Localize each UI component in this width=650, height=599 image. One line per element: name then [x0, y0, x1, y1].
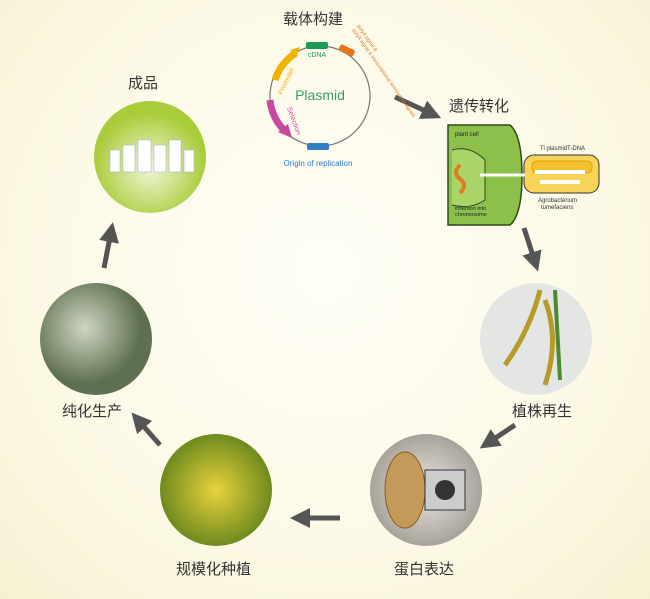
purification-photo: [40, 283, 152, 395]
step-protein-expression: 蛋白表达: [394, 560, 455, 578]
svg-text:Plasmid: Plasmid: [295, 87, 345, 103]
flow-arrows: [99, 94, 542, 528]
transformation-diagram: plant cell Ti plasmid T-DNA insertion in…: [447, 124, 600, 226]
svg-text:tumefaciens: tumefaciens: [541, 205, 573, 211]
step-purification: 纯化生产: [62, 402, 123, 420]
rice-plant-photo: [480, 283, 592, 395]
svg-text:cDNA: cDNA: [308, 52, 327, 59]
svg-text:Agrobacterium: Agrobacterium: [538, 198, 577, 204]
svg-text:chromosome: chromosome: [455, 212, 487, 218]
step-plant-regeneration: 植株再生: [512, 402, 573, 420]
svg-text:Origin of replication: Origin of replication: [284, 159, 353, 168]
step-scale-planting: 规模化种植: [176, 560, 252, 578]
step-product: 成品: [128, 74, 159, 92]
rice-field-photo: [160, 434, 272, 546]
svg-text:T-DNA: T-DNA: [567, 146, 585, 152]
step-transformation: 遗传转化: [449, 97, 510, 115]
product-bottles: [109, 139, 195, 173]
svg-text:Ti plasmid: Ti plasmid: [540, 146, 567, 152]
svg-text:polyA signal & transcriptional: polyA signal & transcriptional terminati…: [350, 28, 417, 119]
plasmid-map: Plasmid cDNA Origin of replication Promo…: [266, 24, 417, 168]
svg-text:plant cell: plant cell: [455, 132, 479, 138]
svg-text:insertion into: insertion into: [455, 206, 486, 212]
step-vector-construction: 载体构建: [283, 10, 344, 28]
